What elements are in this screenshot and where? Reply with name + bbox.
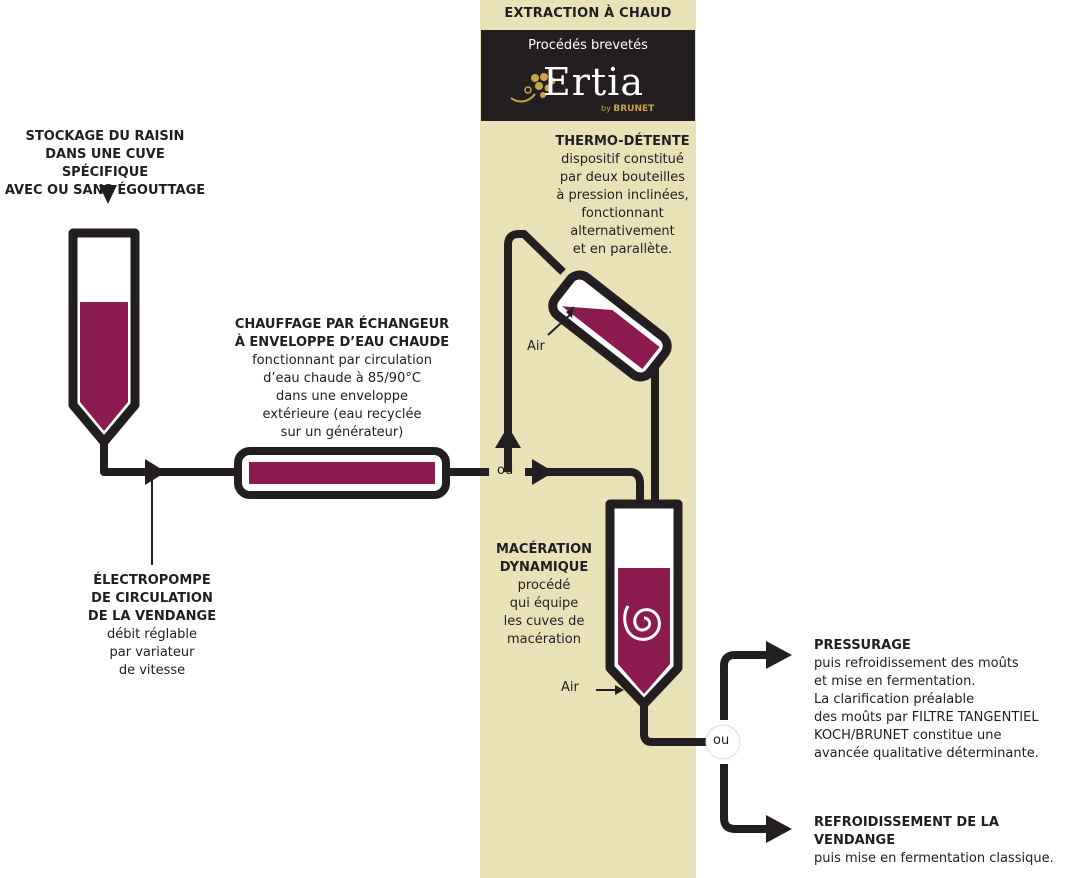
grape-must-fill: [80, 302, 128, 431]
maceration-tank: [605, 499, 683, 709]
air-label: Air: [561, 680, 579, 695]
storage-tank: [68, 185, 140, 447]
pump-label: ÉLECTROPOMPE DE CIRCULATION DE LA VENDAN…: [87, 573, 217, 678]
heat-exchanger: [234, 447, 450, 499]
storage-label: STOCKAGE DU RAISIN DANS UNE CUVE SPÉCIFI…: [4, 129, 206, 198]
up-arrow-icon: [495, 426, 521, 448]
pipe-tank-exchanger: [100, 442, 240, 476]
brand-name: Ertia: [543, 60, 644, 104]
output-arrow-icon: [766, 815, 792, 843]
spiral-icon: [623, 605, 661, 641]
brand-maker: by BRUNET: [601, 104, 655, 114]
or-label: ou: [497, 463, 514, 478]
air-label: Air: [527, 339, 545, 354]
or-node: [705, 724, 741, 760]
maceration-label: MACÉRATION DYNAMIQUE procédé qui équipe …: [495, 542, 593, 647]
heating-label: CHAUFFAGE PAR ÉCHANGEUR À ENVELOPPE D’EA…: [234, 317, 450, 440]
flow-arrow-icon: [145, 459, 166, 485]
flow-arrow-icon: [532, 459, 554, 485]
input-arrow-icon: [99, 185, 117, 204]
pipe-to-thermo: [504, 230, 566, 472]
brand-subtitle: Procédés brevetés: [528, 38, 648, 53]
hot-extraction-band: [480, 0, 696, 878]
brand-box: Procédés brevetés Ertia by BRUNET: [481, 30, 695, 121]
thermo-label: THERMO-DÉTENTE dispositif constitué par …: [555, 134, 690, 257]
band-title: EXTRACTION À CHAUD: [504, 6, 672, 21]
thermo-bottle: [548, 270, 672, 382]
or-label: ou: [713, 733, 730, 748]
output-arrow-icon: [766, 641, 792, 669]
pressurage-label: PRESSURAGE puis refroidissement des moût…: [814, 638, 1039, 761]
cooling-label: REFROIDISSEMENT DE LA VENDANGE puis mise…: [814, 815, 1054, 866]
grape-logo-icon: [510, 73, 556, 103]
